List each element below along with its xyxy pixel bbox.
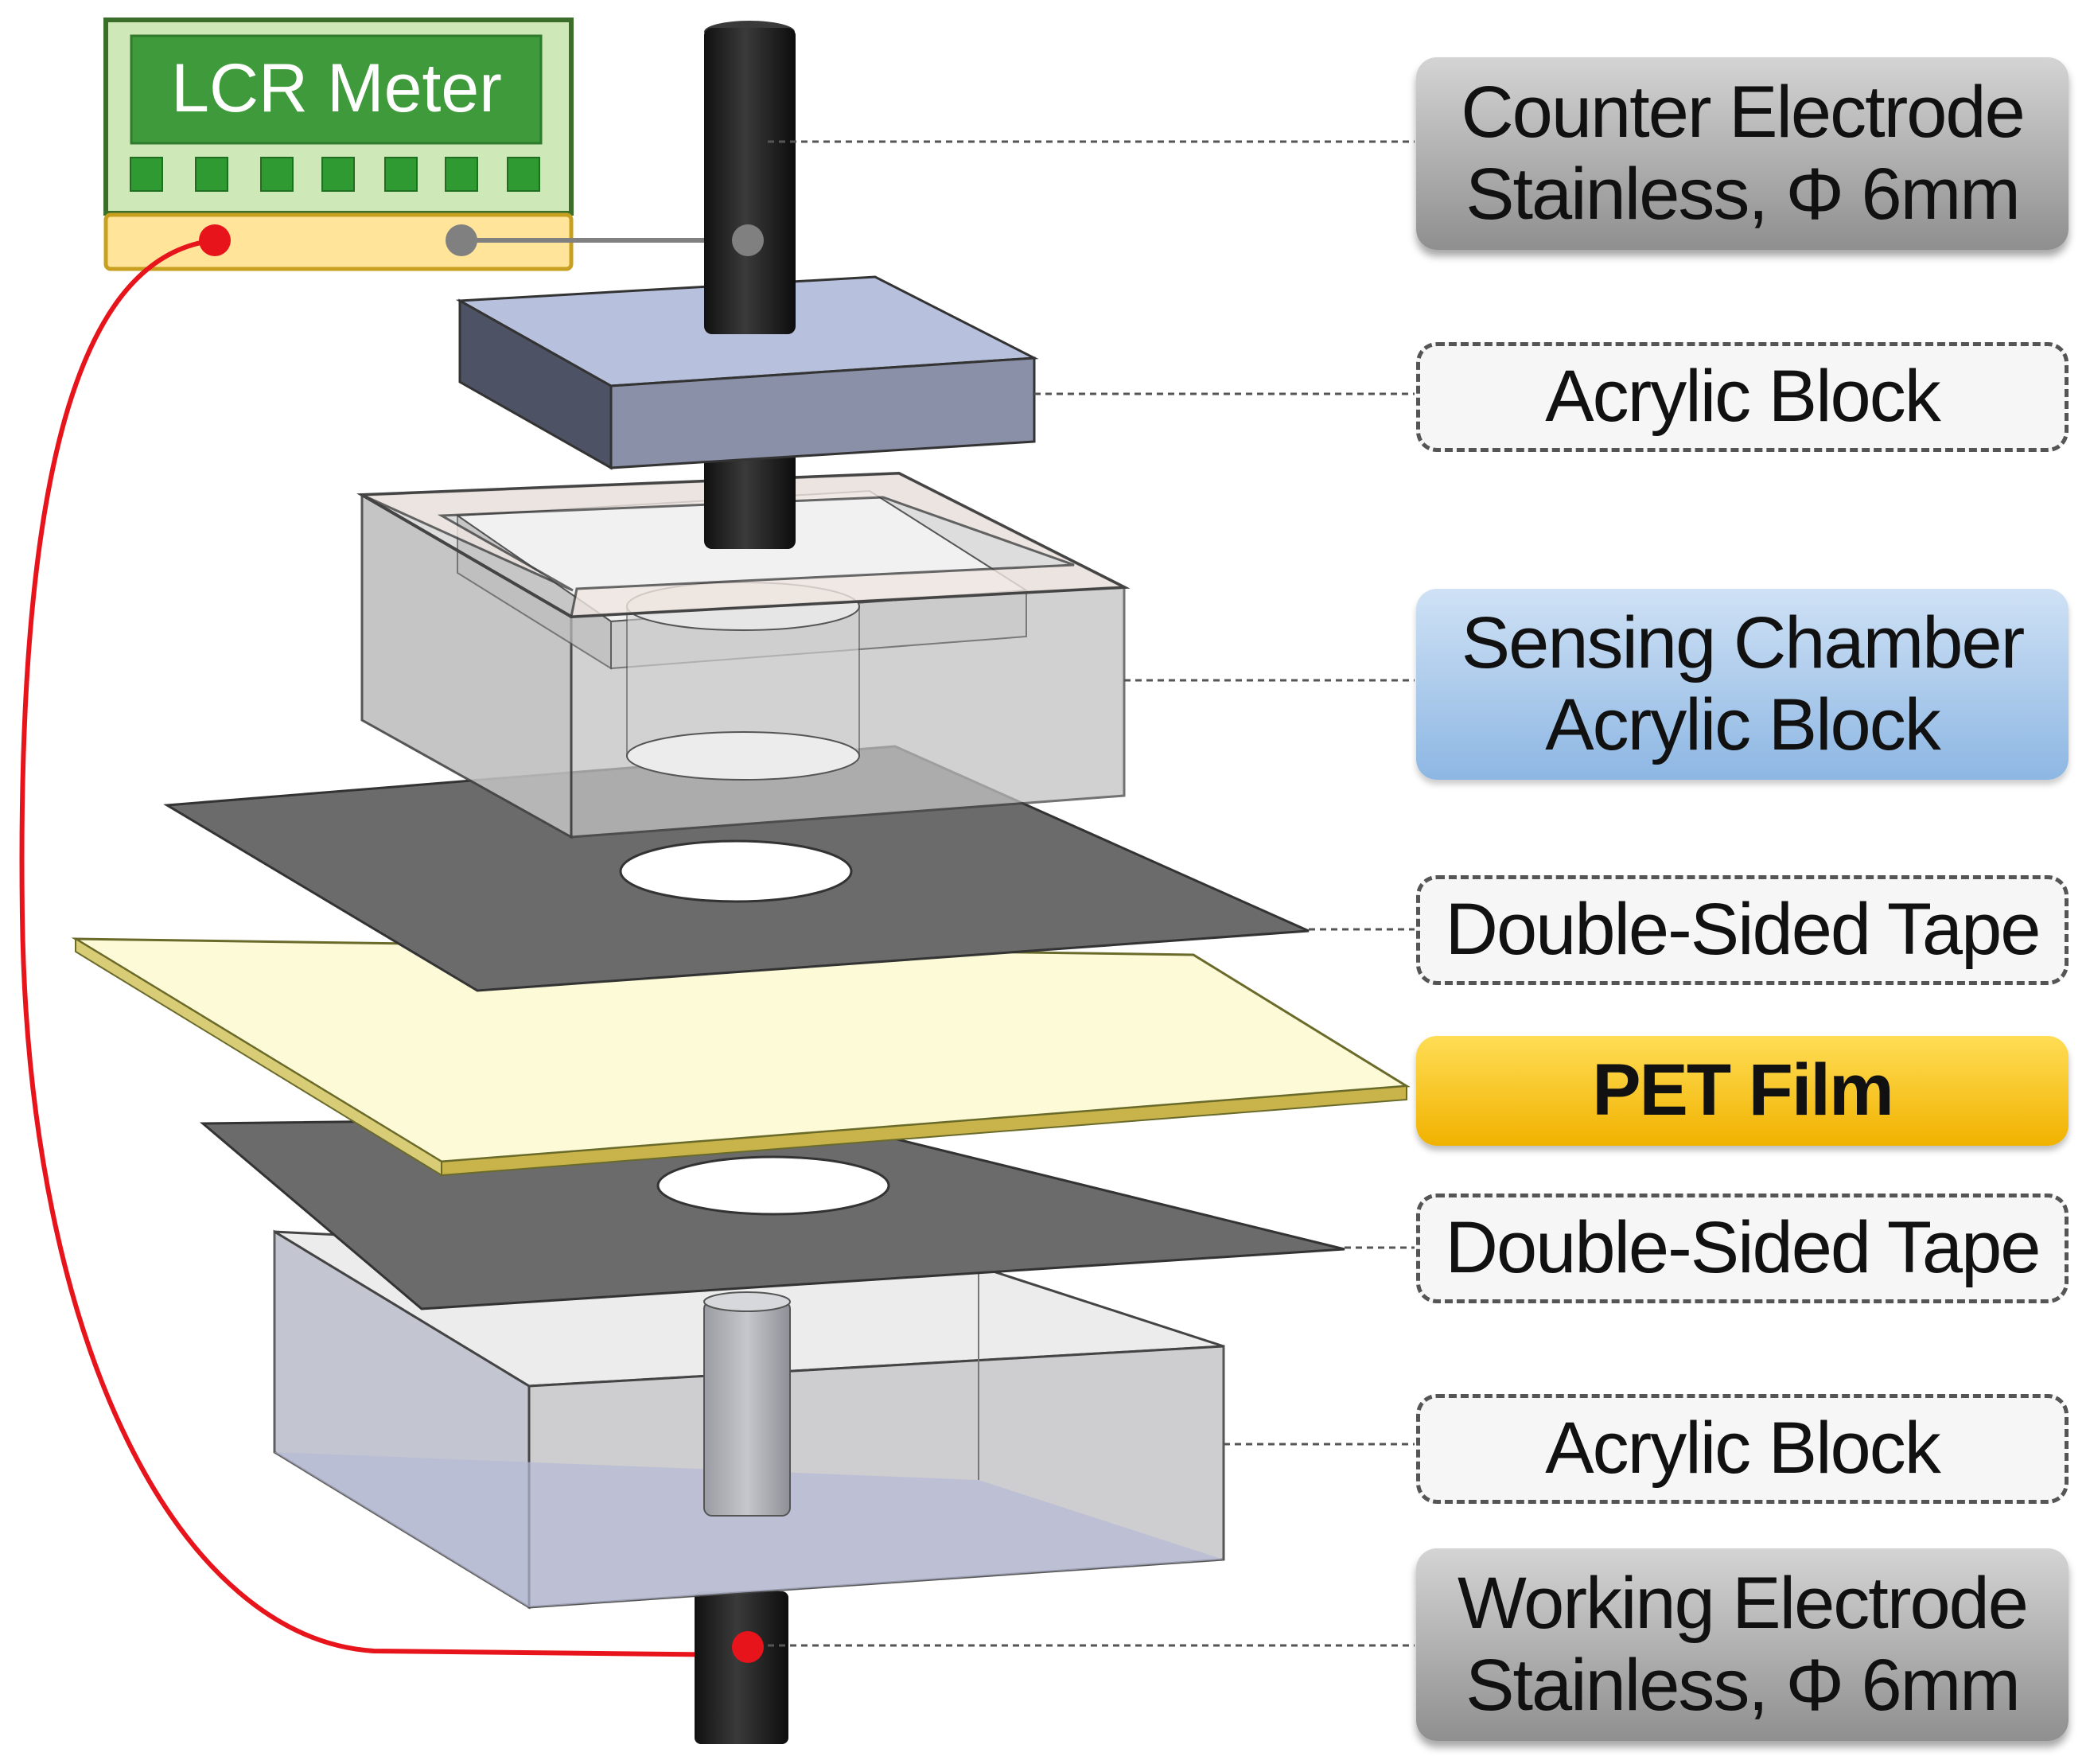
lcr-meter: LCR Meter — [103, 18, 574, 271]
red-terminal-dot — [199, 224, 231, 256]
working-electrode-line2: Stainless, Φ 6mm — [1465, 1645, 2021, 1726]
counter-electrode-line2: Stainless, Φ 6mm — [1465, 154, 2021, 235]
double-sided-tape-top — [163, 745, 1310, 992]
tape-top-text: Double-Sided Tape — [1445, 889, 2041, 971]
lcr-meter-screen — [130, 34, 543, 145]
working-electrode-line1: Working Electrode — [1458, 1562, 2029, 1644]
tape-top-hole — [619, 839, 853, 903]
counter-electrode-line1: Counter Electrode — [1461, 71, 2026, 153]
leader-lines — [768, 140, 1415, 1647]
working-electrode-label: Working Electrode Stainless, Φ 6mm — [1416, 1548, 2069, 1741]
acrylic-block-bottom-label: Acrylic Block — [1416, 1394, 2069, 1504]
acrylic-block-top-text: Acrylic Block — [1545, 356, 1940, 438]
grey-terminal-dot — [446, 224, 477, 256]
counter-electrode-label: Counter Electrode Stainless, Φ 6mm — [1416, 57, 2069, 250]
pet-film — [71, 937, 1411, 1177]
tape-bottom-hole — [656, 1155, 890, 1216]
working-electrode-wire — [19, 238, 749, 1657]
sensing-chamber-line2: Acrylic Block — [1545, 684, 1940, 765]
inner-electrode-cylinder — [703, 1300, 791, 1517]
working-electrode-rod — [695, 1591, 788, 1744]
pet-film-label: PET Film — [1416, 1036, 2069, 1146]
lcr-meter-buttons — [130, 157, 540, 192]
acrylic-block-bottom-text: Acrylic Block — [1545, 1408, 1940, 1489]
working-electrode-contact-dot — [732, 1631, 764, 1663]
tape-bottom-text: Double-Sided Tape — [1445, 1207, 2041, 1289]
sensing-chamber — [356, 471, 1131, 839]
pet-film-text: PET Film — [1592, 1049, 1894, 1131]
sensing-chamber-label: Sensing Chamber Acrylic Block — [1416, 589, 2069, 780]
lcr-meter-label: LCR Meter — [171, 50, 502, 127]
counter-electrode-contact-dot — [732, 224, 764, 256]
sensing-chamber-line1: Sensing Chamber — [1461, 602, 2025, 683]
tape-top-label: Double-Sided Tape — [1416, 875, 2069, 985]
tape-bottom-label: Double-Sided Tape — [1416, 1194, 2069, 1303]
acrylic-block-top-label: Acrylic Block — [1416, 342, 2069, 452]
